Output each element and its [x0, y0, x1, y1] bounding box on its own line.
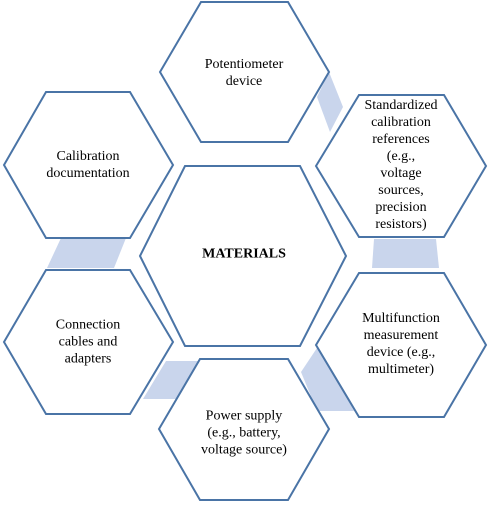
hexagon-center	[138, 165, 348, 347]
connector-1-2	[317, 72, 343, 132]
hexagon-calibration-references	[314, 94, 488, 238]
hexagons	[2, 1, 488, 501]
calibration-references-label: Standardized calibration references (e.g…	[364, 98, 438, 232]
hexagon-power-supply	[157, 358, 331, 501]
calibration-documentation-label: Calibration documentation	[46, 149, 130, 181]
hexagon-calibration-documentation	[2, 91, 175, 239]
connector-5-6	[47, 238, 126, 268]
connection-cables-label: Connection cables and adapters	[55, 317, 121, 367]
center-label: MATERIALS	[202, 246, 286, 262]
potentiometer-label: Potentiometer device	[204, 57, 284, 89]
hexagon-connection-cables	[2, 269, 175, 415]
connector-3-4	[301, 345, 354, 411]
connector-2-3	[372, 239, 439, 268]
hexagon-multifunction-device	[314, 272, 488, 418]
hexagon-potentiometer	[158, 1, 331, 143]
multifunction-device-label: Multifunction measurement device (e.g., …	[362, 311, 440, 377]
power-supply-label: Power supply (e.g., battery, voltage sou…	[201, 408, 287, 458]
